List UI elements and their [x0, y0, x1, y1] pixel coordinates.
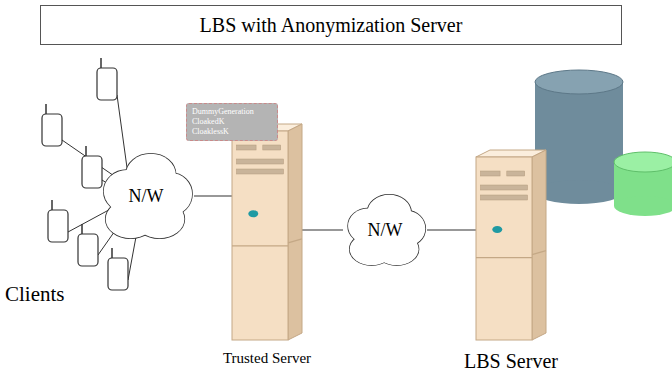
network-link	[302, 229, 343, 230]
phone-antenna	[111, 248, 113, 258]
phone-antenna	[85, 146, 87, 156]
power-button	[248, 210, 258, 217]
cylinder-top	[614, 152, 672, 172]
wire	[117, 95, 128, 175]
phone-icon	[97, 58, 117, 100]
server-tower: LBS Server	[476, 150, 546, 340]
server-label: LBS Server	[464, 350, 558, 373]
drive-slot	[263, 145, 281, 150]
drive-slot	[480, 171, 500, 176]
cylinder-bottom	[535, 180, 623, 204]
cylinder-top	[535, 70, 623, 94]
tower-drawing	[476, 150, 546, 340]
drive-slot	[236, 169, 283, 174]
phone-icon	[78, 224, 98, 266]
server-tower: Trusted Server	[232, 124, 302, 340]
tower-divider	[288, 239, 302, 243]
tower-front	[476, 157, 532, 340]
network-cloud: N/W	[343, 190, 427, 270]
tower-front	[232, 131, 288, 340]
callout-item: CloakedK	[192, 117, 272, 127]
power-button	[492, 226, 502, 233]
callout-item: DummyGeneration	[192, 107, 272, 117]
drive-slot	[480, 185, 527, 190]
network-cloud: N/W	[98, 148, 194, 244]
tower-divider	[476, 257, 532, 258]
cloud-fill	[115, 171, 176, 225]
phone-antenna	[45, 104, 47, 114]
drive-slot	[236, 159, 283, 164]
phone-body	[82, 156, 102, 188]
drive-slot	[480, 195, 527, 200]
title: LBS with Anonymization Server	[200, 14, 463, 37]
tower-divider	[232, 245, 288, 246]
phone-icon	[108, 248, 128, 290]
tower-side	[288, 124, 302, 340]
tower-divider	[532, 251, 546, 255]
drive-slot	[236, 145, 256, 150]
cloud-fill	[358, 209, 412, 254]
tower-side	[532, 150, 546, 340]
title-box: LBS with Anonymization Server	[40, 5, 622, 45]
phone-body	[108, 258, 128, 290]
cylinder-body	[535, 82, 623, 192]
network-link	[427, 229, 476, 230]
network-link	[194, 195, 232, 196]
phone-icon	[42, 104, 62, 146]
phone-antenna	[100, 58, 102, 68]
phone-icon	[82, 146, 102, 188]
cloud-puff	[115, 171, 176, 225]
phone-body	[78, 234, 98, 266]
phone-body	[48, 210, 68, 242]
database-green	[614, 152, 672, 216]
text-label: Clients	[5, 282, 65, 307]
database-blue	[535, 70, 623, 204]
phone-antenna	[51, 200, 53, 210]
network-label: N/W	[129, 186, 164, 207]
feature-callout: DummyGenerationCloakedKCloaklessK	[186, 103, 278, 141]
phone-body	[97, 68, 117, 100]
phone-antenna	[81, 224, 83, 234]
server-label: Trusted Server	[223, 350, 311, 367]
network-label: N/W	[368, 220, 403, 241]
tower-drawing	[232, 124, 302, 340]
drive-slot	[507, 171, 525, 176]
callout-item: CloaklessK	[192, 127, 272, 137]
phone-body	[42, 114, 62, 146]
cloud-puff	[358, 209, 412, 254]
cylinder-bottom	[614, 196, 672, 216]
phone-icon	[48, 200, 68, 242]
